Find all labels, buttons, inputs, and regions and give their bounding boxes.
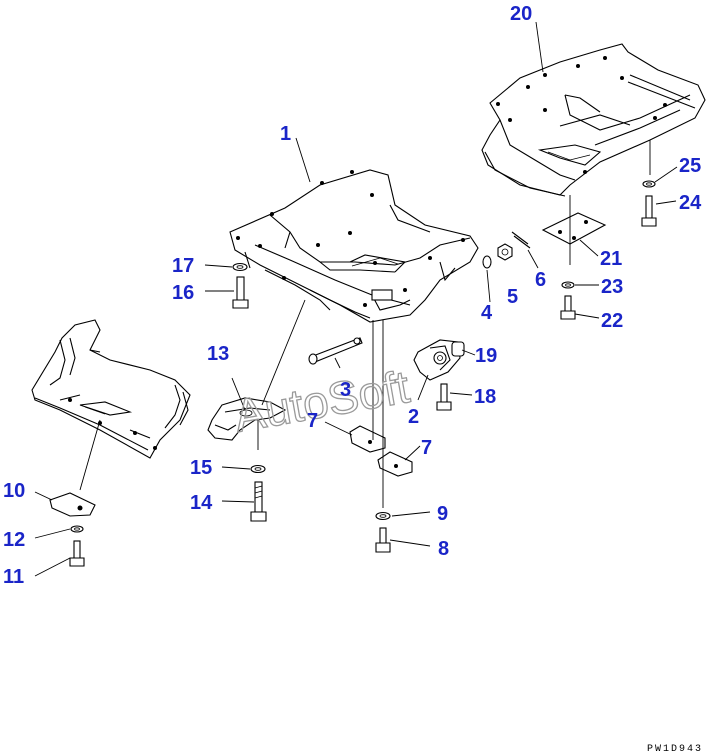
callout-19: 19 [475, 345, 497, 367]
callout-7a: 7 [307, 410, 318, 432]
part-front-undercover [31, 319, 191, 459]
callout-8: 8 [438, 538, 449, 560]
part-17-washer [232, 262, 248, 272]
part-13-hook [207, 299, 306, 450]
part-6-pin [511, 231, 539, 269]
part-4-collar [482, 255, 492, 303]
callout-25: 25 [679, 155, 701, 177]
callout-18: 18 [474, 386, 496, 408]
part-22-bolt [560, 295, 576, 320]
callout-14: 14 [190, 492, 213, 514]
part-5-nut [497, 243, 513, 261]
part-21-plate [541, 195, 607, 265]
part-15-washer [250, 464, 266, 474]
callout-11: 11 [3, 566, 24, 588]
part-3-pin [308, 337, 363, 369]
callout-labels: 1 2 3 4 5 6 7 7 8 9 10 11 12 13 14 15 16… [3, 3, 702, 588]
part-24-bolt [641, 195, 657, 227]
callout-3: 3 [340, 379, 351, 401]
part-23-washer [561, 281, 575, 289]
part-9-washer [375, 511, 391, 521]
callout-24: 24 [679, 192, 702, 214]
callout-16: 16 [172, 282, 194, 304]
part-8-bolt [375, 527, 391, 553]
callout-21: 21 [600, 248, 622, 270]
drawing-code: PW1D943 [647, 744, 703, 754]
leader-lines [34, 21, 678, 577]
part-2-bracket [413, 339, 476, 401]
part-14-bolt [250, 481, 267, 522]
callout-10: 10 [3, 480, 25, 502]
callout-9: 9 [437, 503, 448, 525]
callout-4: 4 [481, 302, 493, 324]
part-25-washer [642, 180, 656, 188]
callout-12: 12 [3, 529, 25, 551]
callout-20: 20 [510, 3, 532, 25]
callout-1: 1 [280, 123, 291, 145]
callout-6: 6 [535, 269, 546, 291]
callout-17: 17 [172, 255, 194, 277]
callout-23: 23 [601, 276, 623, 298]
callout-5: 5 [507, 286, 518, 308]
callout-7b: 7 [421, 437, 432, 459]
part-12-washer [70, 525, 84, 533]
callout-2: 2 [408, 406, 419, 428]
part-20-rear-undercover [481, 43, 706, 197]
part-10-plate [49, 419, 101, 517]
watermark: AutoSoft [230, 360, 413, 442]
callout-13: 13 [207, 343, 229, 365]
part-11-bolt [69, 540, 85, 567]
part-1-center-undercover [229, 169, 479, 323]
part-16-bolt [232, 276, 249, 309]
part-18-bolt [436, 383, 452, 411]
part-7-bracket-a [349, 425, 386, 453]
callout-15: 15 [190, 457, 212, 479]
callout-22: 22 [601, 310, 623, 332]
part-7-bracket-b [377, 451, 413, 477]
